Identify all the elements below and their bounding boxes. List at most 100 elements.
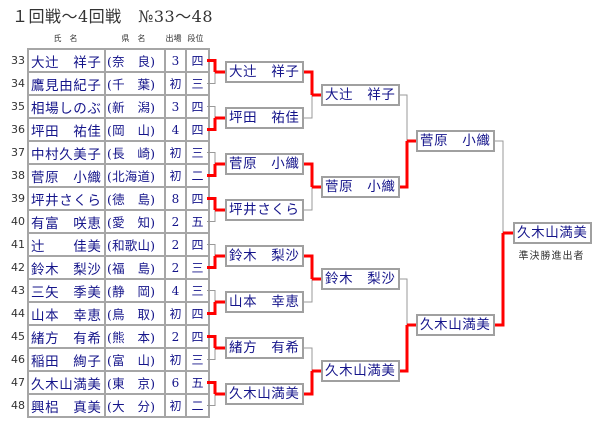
entry-number: 36 xyxy=(11,123,25,136)
entry-prefecture: (富 山) xyxy=(104,347,166,372)
round-2-winner-box: 大辻 祥子 xyxy=(321,84,400,106)
round-1-winner-box: 久木山満美 xyxy=(225,383,304,405)
entry-prefecture: (長 崎) xyxy=(104,140,166,165)
header-prefecture: 県 名 xyxy=(121,34,146,43)
entry-dan: 四 xyxy=(185,232,210,257)
entry-prefecture: (鳥 取) xyxy=(104,301,166,326)
bracket-line-bottom xyxy=(398,141,409,189)
entry-number: 38 xyxy=(11,169,25,182)
round-2-winner-box: 久木山満美 xyxy=(321,360,400,382)
entry-appearances: 3 xyxy=(164,48,187,73)
bracket-line-top xyxy=(207,381,217,394)
entry-prefecture: (北海道) xyxy=(104,163,166,188)
bracket-line-top xyxy=(207,152,216,164)
round-3-winner-box: 菅原 小織 xyxy=(416,130,495,152)
entry-name: 稲田 絢子 xyxy=(27,347,106,372)
header-dan: 段位 xyxy=(187,34,204,43)
bracket-line-bottom xyxy=(207,348,216,360)
entry-name: 鈴木 梨沙 xyxy=(27,255,106,280)
round-1-winner-box: 坪田 祐佳 xyxy=(225,107,304,129)
entry-name: 三矢 季美 xyxy=(27,278,106,303)
entry-name: 久木山満美 xyxy=(27,370,106,395)
entry-number: 43 xyxy=(11,284,25,297)
bracket-line-bottom xyxy=(493,233,505,327)
bracket-line-top xyxy=(207,244,216,256)
entry-name: 大辻 祥子 xyxy=(27,48,106,73)
round-3-winner-box: 久木山満美 xyxy=(416,314,495,336)
entry-prefecture: (新 潟) xyxy=(104,94,166,119)
entry-prefecture: (愛 知) xyxy=(104,209,166,234)
entry-number: 46 xyxy=(11,353,25,366)
entry-number: 41 xyxy=(11,238,25,251)
entry-appearances: 初 xyxy=(164,140,187,165)
bracket-line-bottom xyxy=(302,279,313,303)
entry-dan: 五 xyxy=(185,370,210,395)
round-2-winner-box: 菅原 小織 xyxy=(321,176,400,198)
entry-dan: 三 xyxy=(185,278,210,303)
entry-prefecture: (千 葉) xyxy=(104,71,166,96)
entry-appearances: 初 xyxy=(164,393,187,418)
entry-prefecture: (福 島) xyxy=(104,255,166,280)
entry-number: 33 xyxy=(11,54,25,67)
round-1-winner-box: 坪井さくら xyxy=(225,199,304,221)
bracket-line-bottom xyxy=(302,187,313,211)
entry-prefecture: (徳 島) xyxy=(104,186,166,211)
bracket-line-top xyxy=(398,94,408,141)
page-title: １回戦～4回戦 №33～48 xyxy=(12,7,214,26)
entry-number: 42 xyxy=(11,261,25,274)
entry-number: 44 xyxy=(11,307,25,320)
entry-number: 34 xyxy=(11,77,25,90)
bracket-line-bottom xyxy=(207,256,217,269)
header-name: 氏 名 xyxy=(53,34,78,43)
entry-name: 坪田 祐佳 xyxy=(27,117,106,142)
entry-appearances: 初 xyxy=(164,163,187,188)
round-1-winner-box: 大辻 祥子 xyxy=(225,61,304,83)
bracket-line-top xyxy=(398,278,408,325)
entry-appearances: 初 xyxy=(164,71,187,96)
entry-name: 坪井さくら xyxy=(27,186,106,211)
semifinal-qualifier-box: 久木山満美 xyxy=(513,222,592,244)
bracket-line-top xyxy=(207,197,217,210)
entry-name: 中村久美子 xyxy=(27,140,106,165)
entry-name: 有富 咲恵 xyxy=(27,209,106,234)
entry-prefecture: (岡 山) xyxy=(104,117,166,142)
bracket-line-bottom xyxy=(207,72,216,84)
entry-prefecture: (熊 本) xyxy=(104,324,166,349)
round-1-winner-box: 山本 幸恵 xyxy=(225,291,304,313)
entry-appearances: 初 xyxy=(164,301,187,326)
entry-appearances: 2 xyxy=(164,232,187,257)
entry-name: 緒方 有希 xyxy=(27,324,106,349)
entry-dan: 二 xyxy=(185,163,210,188)
entry-prefecture: (大 分) xyxy=(104,393,166,418)
bracket-line-bottom xyxy=(207,210,216,222)
entry-appearances: 2 xyxy=(164,324,187,349)
entry-name: 辻 佳美 xyxy=(27,232,106,257)
entry-dan: 四 xyxy=(185,301,210,326)
bracket-line-top xyxy=(207,290,216,302)
entry-number: 35 xyxy=(11,100,25,113)
entry-prefecture: (静 岡) xyxy=(104,278,166,303)
winner-lines xyxy=(207,59,513,396)
entry-number: 39 xyxy=(11,192,25,205)
bracket-line-top xyxy=(302,254,314,279)
round-1-winner-box: 菅原 小織 xyxy=(225,153,304,175)
bracket-line-bottom xyxy=(207,394,216,406)
entry-name: 鷹見由紀子 xyxy=(27,71,106,96)
entry-appearances: 4 xyxy=(164,278,187,303)
entry-number: 48 xyxy=(11,399,25,412)
bracket-line-bottom xyxy=(302,95,313,119)
bracket-line-top xyxy=(302,162,314,187)
entry-prefecture: (東 京) xyxy=(104,370,166,395)
